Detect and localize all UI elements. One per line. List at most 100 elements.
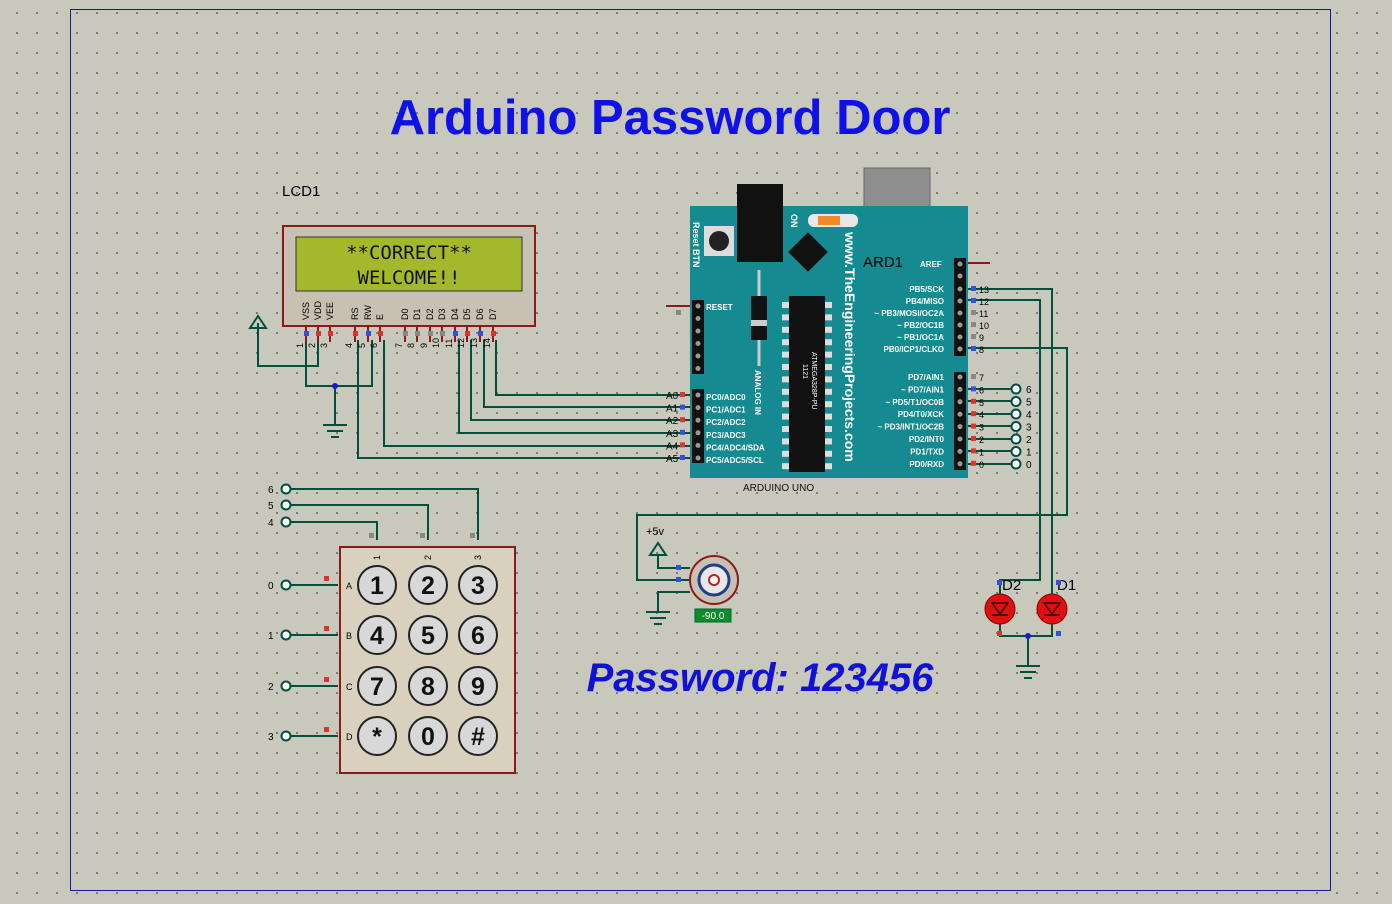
digital-pin-marker bbox=[971, 460, 976, 466]
header-pin bbox=[695, 455, 701, 461]
digital-pin-name: PD7/AIN1 bbox=[908, 373, 945, 382]
keypad-key-9[interactable] bbox=[458, 666, 498, 706]
analog-header bbox=[692, 389, 704, 463]
wire-pin8-motor bbox=[636, 347, 1068, 581]
reset-button-cap bbox=[709, 231, 729, 251]
wire-col3 bbox=[288, 488, 479, 540]
header-pin bbox=[695, 392, 701, 398]
motor-angle: -90.0 bbox=[702, 611, 725, 622]
header-pin bbox=[957, 346, 963, 352]
header-pin bbox=[957, 322, 963, 328]
terminal-label: 4 bbox=[268, 518, 274, 529]
keypad-key-5[interactable] bbox=[408, 615, 448, 655]
password-label: Password: 123456 bbox=[586, 656, 934, 700]
digital-pin-name: ~ PD5/T1/OC0B bbox=[886, 398, 945, 407]
analog-pin-number: A4 bbox=[666, 441, 679, 452]
terminal-label: 5 bbox=[268, 501, 274, 512]
wire-d6-a1 bbox=[483, 340, 690, 408]
keypad-key-0[interactable] bbox=[408, 716, 448, 756]
keypad-row-label: A bbox=[346, 581, 352, 591]
lcd-pin-name: D5 bbox=[462, 308, 472, 320]
lcd-pin-number: 10 bbox=[431, 338, 441, 348]
keypad-key-6[interactable] bbox=[458, 615, 498, 655]
junction-dot bbox=[1025, 633, 1031, 639]
wire-col1 bbox=[288, 521, 378, 540]
chip-pin bbox=[825, 326, 832, 333]
digital-pin-number: 13 bbox=[979, 285, 989, 295]
led-d1-body bbox=[1036, 593, 1068, 625]
power-led-light bbox=[818, 216, 840, 225]
digital-pin-name: ~ PB1/OC1A bbox=[897, 333, 944, 342]
ground-icon bbox=[646, 611, 670, 625]
chip-pin bbox=[782, 339, 789, 346]
digital-pin-marker bbox=[971, 448, 976, 454]
terminal-icon bbox=[1010, 458, 1022, 470]
motor-pin bbox=[676, 565, 681, 570]
lcd-pin-number: 12 bbox=[456, 338, 466, 348]
keypad-row-pin bbox=[324, 576, 329, 581]
diode-body bbox=[751, 296, 767, 340]
lcd-pin-number: 7 bbox=[394, 343, 404, 348]
chip-pin bbox=[782, 314, 789, 321]
motor-shaft bbox=[708, 574, 720, 586]
keypad-key-8[interactable] bbox=[408, 666, 448, 706]
keypad-key-label: 9 bbox=[471, 673, 485, 701]
terminal-label: 0 bbox=[268, 581, 274, 592]
lcd-pin-marker bbox=[440, 331, 445, 336]
lcd-pin-name: RS bbox=[350, 307, 360, 320]
header-pin bbox=[695, 341, 701, 346]
header-pin bbox=[957, 436, 963, 442]
keypad-col-label: 1 bbox=[372, 555, 382, 560]
terminal-icon bbox=[1010, 421, 1022, 432]
on-label: ON bbox=[789, 214, 799, 228]
keypad-key-4[interactable] bbox=[357, 615, 397, 655]
reset-pin-marker bbox=[676, 310, 681, 315]
keypad-key-2[interactable] bbox=[408, 565, 448, 605]
analog-pin-marker bbox=[680, 429, 685, 435]
keypad-key-7[interactable] bbox=[357, 666, 397, 706]
keypad-col-label: 3 bbox=[473, 555, 483, 560]
terminal-label: 2 bbox=[268, 682, 274, 693]
digital-pin-number: 1 bbox=[979, 447, 984, 457]
led-d1: D1 bbox=[1036, 577, 1076, 636]
digital-pin-number: 10 bbox=[979, 321, 989, 331]
keypad-key-3[interactable] bbox=[458, 565, 498, 605]
digital-header-high bbox=[954, 258, 966, 356]
analog-pin-name: PC4/ADC4/SDA bbox=[706, 443, 765, 452]
lcd-pin-marker bbox=[378, 331, 383, 336]
digital-pin-name: PD2/INT0 bbox=[909, 435, 945, 444]
lcd-pin-number: 8 bbox=[406, 343, 416, 348]
lcd-line-2: WELCOME!! bbox=[358, 267, 461, 289]
digital-pin-name: PD1/TXD bbox=[910, 447, 944, 456]
chip-pin bbox=[782, 463, 789, 470]
terminal-icon bbox=[280, 483, 292, 495]
motor-supply-label: +5v bbox=[646, 526, 665, 538]
wires bbox=[257, 262, 1068, 737]
analog-pin-marker bbox=[680, 417, 685, 423]
wire-col2 bbox=[288, 504, 429, 540]
keypad-key-*[interactable] bbox=[357, 716, 397, 756]
lcd-pin-number: 2 bbox=[307, 343, 317, 348]
terminal-label: 0 bbox=[1026, 460, 1032, 471]
digital-pin-number: 6 bbox=[979, 385, 984, 395]
keypad-key-1[interactable] bbox=[357, 565, 397, 605]
lcd-pin-number: 9 bbox=[419, 343, 429, 348]
keypad-key-label: 7 bbox=[370, 673, 384, 701]
motor-angle-box bbox=[694, 608, 732, 623]
wire-rs-a5 bbox=[357, 340, 690, 459]
header-pin bbox=[695, 442, 701, 448]
lcd-pin-marker bbox=[478, 331, 483, 336]
led-pin bbox=[1056, 631, 1061, 636]
lcd-pin-number: 3 bbox=[319, 343, 329, 348]
terminal-icon bbox=[280, 680, 292, 692]
lcd-ref-label: LCD1 bbox=[282, 183, 320, 200]
terminal-label: 4 bbox=[1026, 410, 1032, 421]
digital-pin-number: 5 bbox=[979, 398, 984, 408]
analog-pin-number: A5 bbox=[666, 454, 679, 465]
terminal-label: 6 bbox=[1026, 385, 1032, 396]
keypad-key-#[interactable] bbox=[458, 716, 498, 756]
wire-d4-a3 bbox=[458, 340, 690, 434]
analog-pin-number: A1 bbox=[666, 404, 679, 415]
